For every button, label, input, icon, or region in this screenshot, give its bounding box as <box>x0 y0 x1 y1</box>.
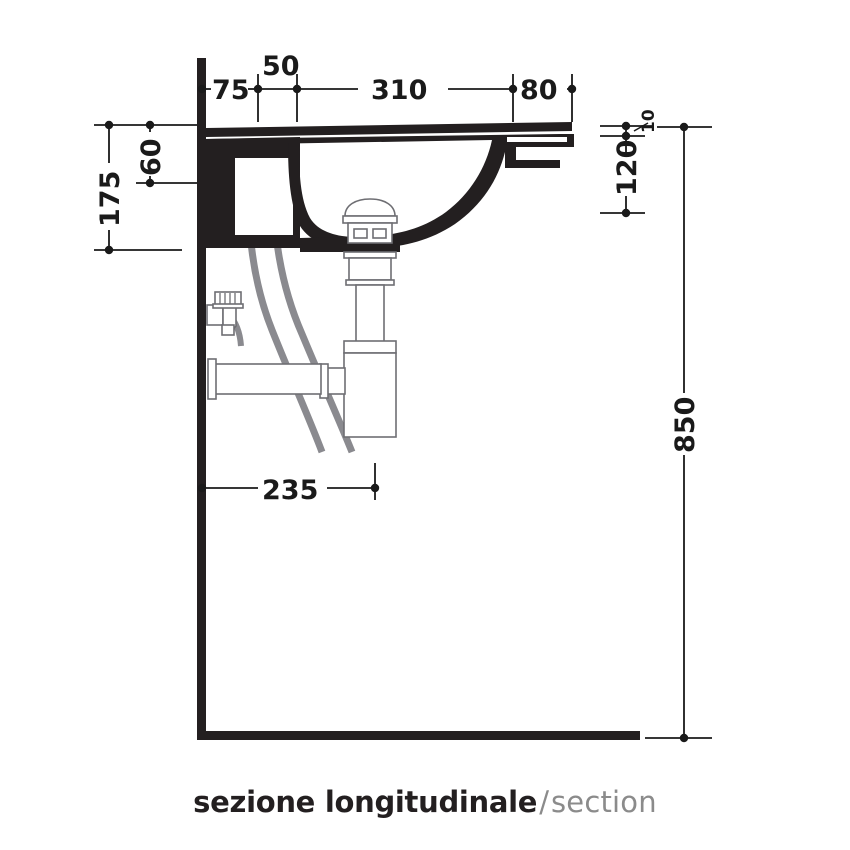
dimdot-297 <box>292 84 302 94</box>
waste-pipe-wall-flange <box>207 358 217 400</box>
dimdot-10-top <box>621 121 631 131</box>
leader-10 <box>633 122 649 132</box>
basin-bowl-right <box>206 134 574 248</box>
caption-italian: sezione longitudinale <box>193 785 538 819</box>
trap-body <box>343 352 397 438</box>
waste-dome <box>344 198 396 217</box>
caption: sezione longitudinale/section <box>0 785 850 819</box>
dimlabel-10: 10 <box>639 109 659 133</box>
dimlabel-175: 175 <box>95 171 126 227</box>
bottle-trap <box>319 340 397 438</box>
waste-slot-right <box>372 228 387 239</box>
dimdot-572 <box>567 84 577 94</box>
angle-valve <box>206 291 244 336</box>
dimension-dots-top <box>197 84 577 94</box>
dimdot-235-left <box>197 483 207 493</box>
waste-nut <box>348 257 392 281</box>
dimdot-wall-top <box>197 84 207 94</box>
dimdot-175-bottom <box>104 245 114 255</box>
dimdot-513 <box>508 84 518 94</box>
dimlabel-60: 60 <box>136 138 167 176</box>
caption-separator: / <box>539 785 549 819</box>
dimlabel-850: 850 <box>670 397 701 453</box>
waste-slot-left <box>353 228 368 239</box>
floor <box>197 731 640 740</box>
dimension-group-bottom <box>202 463 376 500</box>
trap-collar <box>343 340 397 354</box>
basin-rim-edge <box>206 122 572 137</box>
dimension-dots-bottom <box>197 483 380 493</box>
dimension-group-right <box>600 122 712 739</box>
basin-bowl-left <box>288 142 376 249</box>
dimension-dots-left <box>104 120 155 255</box>
dimension-dots-right <box>621 121 689 743</box>
waste-washer <box>343 251 397 259</box>
dimdot-235-right <box>370 483 380 493</box>
caption-english: section <box>550 785 657 819</box>
dimdot-850-top <box>679 122 689 132</box>
dimlabel-235: 235 <box>262 475 318 506</box>
dimdot-10-bottom <box>621 131 631 141</box>
valve-handle-knurl <box>219 293 236 305</box>
dimlabel-75: 75 <box>212 75 250 106</box>
basin-overhang-slot <box>521 152 545 158</box>
waste-cap-flange <box>342 215 398 224</box>
pop-up-waste <box>342 198 398 348</box>
dimdot-60-bottom <box>145 178 155 188</box>
dimlabel-80: 80 <box>520 75 558 106</box>
dimdot-120-bottom <box>621 208 631 218</box>
valve-handle-base <box>212 303 244 309</box>
dimdot-258 <box>253 84 263 94</box>
basin-left-recess <box>235 158 293 235</box>
waste-pipe-run <box>212 363 322 395</box>
waste-tailpipe <box>355 284 385 348</box>
dimdot-60-top <box>145 120 155 130</box>
valve-outlet <box>221 324 235 336</box>
wall-and-floor <box>197 58 640 740</box>
washbasin-section <box>206 122 574 252</box>
dimlabel-310: 310 <box>371 75 427 106</box>
dimdot-175-top <box>104 120 114 130</box>
dimlabel-50: 50 <box>262 51 300 82</box>
waste-pipe <box>207 358 322 400</box>
basin-overhang-groove <box>507 137 567 142</box>
dimlabel-120: 120 <box>612 140 643 196</box>
wall <box>197 58 206 740</box>
trap-outlet-stub <box>326 367 346 395</box>
dimdot-850-bottom <box>679 733 689 743</box>
